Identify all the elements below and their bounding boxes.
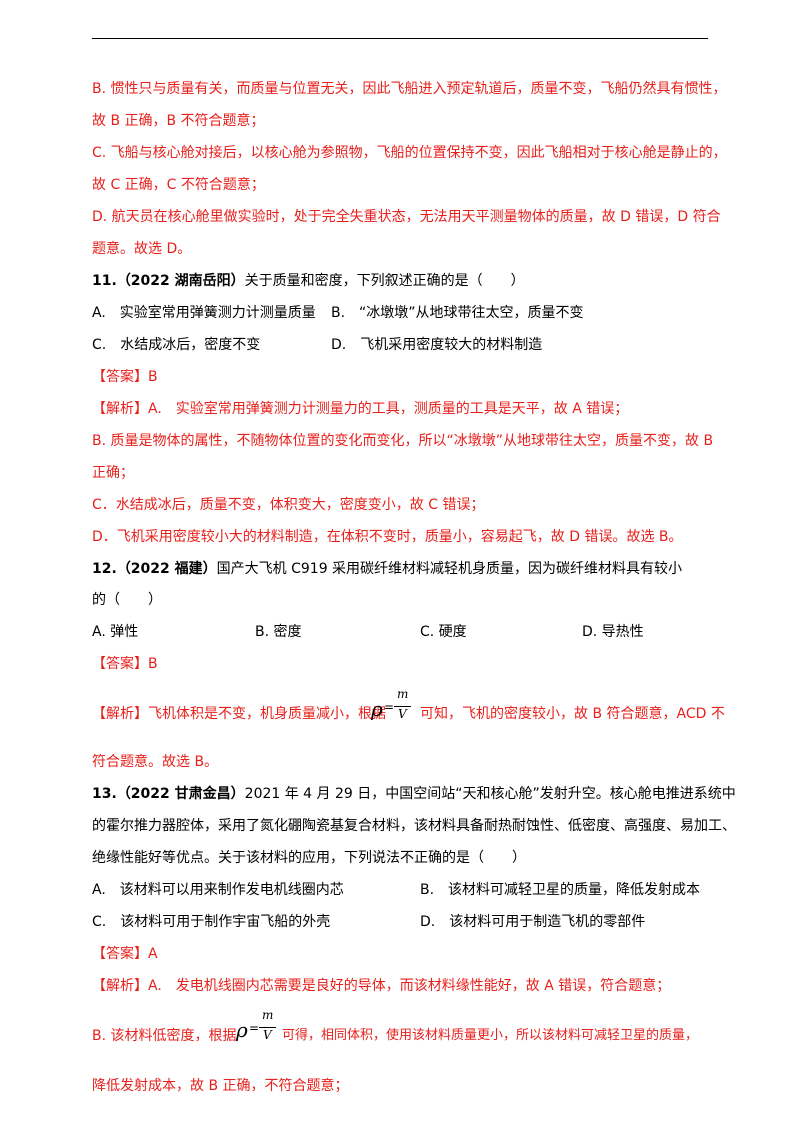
answer-value: A: [148, 946, 158, 962]
analysis-line: 正确；: [92, 465, 134, 481]
option-a: A. 该材料可以用来制作发电机线圈内芯: [92, 882, 344, 898]
question-source: （2022 湖南岳阳）: [116, 273, 245, 289]
question-text: 的霍尔推力器腔体，采用了氮化硼陶瓷基复合材料，该材料具备耐热耐蚀性、低密度、高强…: [92, 818, 736, 834]
answer-line: 【答案】B: [92, 367, 158, 387]
formula-rho: ρ: [371, 697, 383, 721]
answer-line: 【答案】B: [92, 654, 158, 674]
answer-tag: 【答案】: [92, 369, 148, 385]
analysis-line: 可得，相同体积，使用该材料质量更小，所以该材料可减轻卫星的质量，: [282, 1028, 699, 1043]
formula-equals: =: [249, 1021, 260, 1035]
analysis-line: C. 飞船与核心舱对接后，以核心舱为参照物，飞船的位置保持不变，因此飞船相对于核…: [92, 145, 727, 161]
formula-equals: =: [384, 700, 395, 714]
question-number: 11.: [92, 273, 117, 289]
analysis-line: D. 航天员在核心舱里做实验时，处于完全失重状态，无法用天平测量物体的质量，故 …: [92, 209, 721, 225]
formula-numerator: m: [262, 1008, 274, 1022]
density-formula: ρ = m V: [371, 687, 415, 727]
question-number: 12.: [92, 561, 117, 577]
fraction-bar: [259, 1027, 276, 1028]
analysis-line: D．飞机采用密度较小大的材料制造，在体积不变时，质量小，容易起飞，故 D 错误。…: [92, 529, 683, 545]
formula-rho: ρ: [236, 1018, 248, 1042]
answer-value: B: [148, 369, 158, 385]
formula-denominator: V: [398, 707, 407, 721]
analysis-tag: 【解析】: [92, 401, 148, 417]
answer-tag: 【答案】: [92, 656, 148, 672]
answer-line: 【答案】A: [92, 944, 158, 964]
analysis-line: 故 C 正确，C 不符合题意；: [92, 177, 265, 193]
analysis-line: 降低发射成本，故 B 正确，不符合题意；: [92, 1078, 349, 1094]
analysis-line: 【解析】飞机体积是不变，机身质量减小，根据: [92, 706, 386, 722]
option-b: B. 密度: [255, 624, 302, 640]
question-text: 绝缘性能好等优点。关于该材料的应用，下列说法不正确的是（ ）: [92, 850, 526, 866]
answer-value: B: [148, 656, 158, 672]
question-12-stem: 12.（2022 福建）国产大飞机 C919 采用碳纤维材料减轻机身质量，因为碳…: [92, 559, 682, 579]
analysis-line: 可知，飞机的密度较小，故 B 符合题意，ACD 不: [420, 706, 725, 722]
header-rule: [92, 38, 708, 39]
question-text: 国产大飞机 C919 采用碳纤维材料减轻机身质量，因为碳纤维材料具有较小: [216, 561, 683, 577]
analysis-line: B. 惯性只与质量有关，而质量与位置无关，因此飞船进入预定轨道后，质量不变，飞船…: [92, 81, 727, 97]
option-d: D. 导热性: [582, 624, 644, 640]
option-d: D. 飞机采用密度较大的材料制造: [331, 337, 543, 353]
question-source: （2022 福建）: [116, 561, 217, 577]
formula-numerator: m: [397, 687, 409, 701]
option-b: B. 该材料可减轻卫星的质量，降低发射成本: [420, 882, 701, 898]
option-c: C. 水结成冰后，密度不变: [92, 337, 261, 353]
question-number: 13.: [92, 786, 117, 802]
analysis-line: 【解析】A. 实验室常用弹簧测力计测量力的工具，测质量的工具是天平，故 A 错误…: [92, 401, 629, 417]
question-text: 2021 年 4 月 29 日，中国空间站“天和核心舱”发射升空。核心舱电推进系…: [244, 786, 736, 802]
question-text: 关于质量和密度，下列叙述正确的是（ ）: [244, 273, 525, 289]
analysis-line: 题意。故选 D。: [92, 241, 192, 257]
answer-tag: 【答案】: [92, 946, 148, 962]
option-c: C. 硬度: [420, 624, 467, 640]
formula-denominator: V: [263, 1028, 272, 1042]
option-a: A. 实验室常用弹簧测力计测量质量: [92, 305, 316, 321]
question-text: 的（ ）: [92, 592, 162, 608]
option-d: D. 该材料可用于制造飞机的零部件: [420, 914, 646, 930]
analysis-line: B. 质量是物体的属性，不随物体位置的变化而变化，所以“冰墩墩”从地球带往太空，…: [92, 433, 714, 449]
analysis-line: C．水结成冰后，质量不变，体积变大，密度变小，故 C 错误；: [92, 497, 485, 513]
fraction-bar: [394, 706, 411, 707]
analysis-line: 【解析】A. 发电机线圈内芯需要是良好的导体，而该材料缘性能好，故 A 错误，符…: [92, 978, 671, 994]
analysis-tag: 【解析】: [92, 706, 148, 722]
analysis-tag: 【解析】: [92, 978, 148, 994]
question-13-stem: 13.（2022 甘肃金昌）2021 年 4 月 29 日，中国空间站“天和核心…: [92, 784, 736, 804]
question-11-stem: 11.（2022 湖南岳阳）关于质量和密度，下列叙述正确的是（ ）: [92, 271, 525, 291]
analysis-line: 符合题意。故选 B。: [92, 754, 219, 770]
option-a: A. 弹性: [92, 624, 139, 640]
analysis-line: B. 该材料低密度，根据: [92, 1028, 237, 1044]
option-c: C. 该材料可用于制作宇宙飞船的外壳: [92, 914, 331, 930]
option-b: B. “冰墩墩”从地球带往太空，质量不变: [331, 305, 584, 321]
analysis-line: 故 B 正确，B 不符合题意；: [92, 113, 265, 129]
density-formula: ρ = m V: [236, 1008, 280, 1048]
question-source: （2022 甘肃金昌）: [116, 786, 245, 802]
